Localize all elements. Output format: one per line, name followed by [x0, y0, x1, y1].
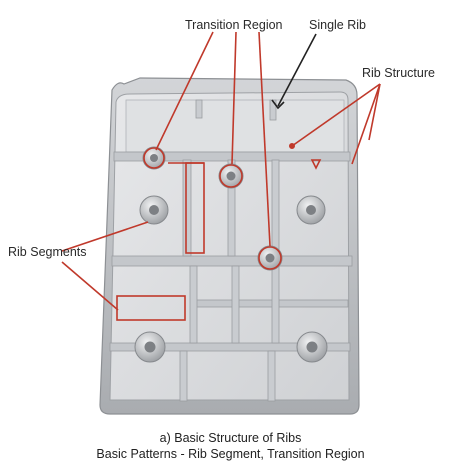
top-rib-stub	[195, 99, 203, 119]
boss-top-left	[142, 146, 166, 170]
label-single-rib: Single Rib	[309, 18, 366, 32]
transition-highlight-top-left	[143, 147, 165, 169]
boss-bottom-right	[296, 331, 328, 363]
vertical-rib-bottom-a	[179, 350, 188, 402]
rib-structure-pointer-b	[351, 83, 381, 165]
horizontal-rib-lower	[191, 299, 349, 308]
boss-center	[218, 163, 244, 189]
rib-segment-highlight-right	[310, 159, 322, 170]
rib-segments-pointer-lower	[61, 261, 119, 311]
rib-structure-dot	[288, 143, 295, 150]
vertical-rib-lower-b	[231, 265, 240, 344]
vertical-rib-left	[182, 159, 192, 257]
caption-line-1: a) Basic Structure of Ribs	[159, 431, 302, 445]
boss-transition	[257, 245, 283, 271]
horizontal-rib-bottom	[109, 342, 351, 352]
transition-highlight-center	[219, 164, 243, 188]
label-rib-segments: Rib Segments	[8, 245, 87, 259]
boss-bottom-left	[134, 331, 166, 363]
vertical-rib-bottom-b	[267, 350, 276, 402]
rib-structure-pointer-a	[291, 83, 381, 147]
red-annotations	[61, 31, 381, 321]
label-rib-structure: Rib Structure	[362, 66, 435, 80]
boss-mid-left	[139, 195, 169, 225]
boss-mid-right	[296, 195, 326, 225]
single-rib-pointer	[271, 33, 317, 110]
horizontal-rib-middle	[111, 255, 353, 267]
rib-segments-pointer-upper	[61, 221, 149, 252]
transition-pointer-right	[258, 31, 271, 247]
caption-line-2: Basic Patterns - Rib Segment, Transition…	[96, 447, 365, 461]
vertical-rib-lower-c	[271, 265, 280, 344]
label-transition-region: Transition Region	[185, 18, 283, 32]
rib-segment-highlight-lower	[116, 295, 186, 321]
transition-highlight-lower	[258, 246, 282, 270]
rib-structure-pointer-c	[368, 83, 381, 141]
top-pocket	[125, 99, 345, 153]
vertical-rib-lower-a	[189, 265, 198, 344]
transition-pointer-center	[231, 31, 237, 165]
transition-pointer-left	[155, 31, 214, 151]
vertical-rib-right	[271, 159, 280, 257]
housing-part	[99, 77, 360, 415]
